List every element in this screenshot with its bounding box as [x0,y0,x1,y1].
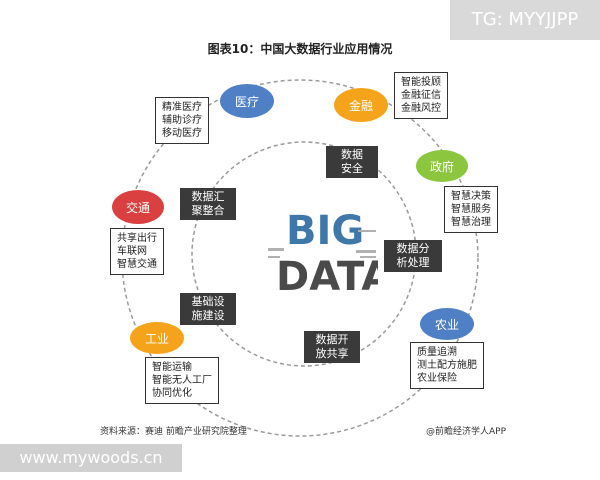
inner-opening: 数据开 放共享 [304,331,360,363]
page-title: 图表10：中国大数据行业应用情况 [207,42,393,56]
finance-list: 智能投顾 金融征信 金融风控 [394,72,448,119]
node-industry: 工业 [130,322,184,354]
industry-item: 协同优化 [152,388,192,399]
node-medical: 医疗 [220,84,274,118]
government-item: 智慧决策 [451,191,491,202]
source-note: 资料来源：赛迪 前瞻产业研究院整理 [100,427,247,437]
traffic-item: 共享出行 [117,233,157,244]
inner-analysis-line: 数据分 [396,242,430,255]
industry-item: 智能无人工厂 [152,375,212,386]
agriculture-list: 质量追溯 测土配方施肥 农业保险 [410,342,484,389]
inner-security-line: 数据 [341,148,363,161]
inner-infra-line: 基础设 [191,295,225,308]
agriculture-item: 农业保险 [417,373,457,384]
traffic-list: 共享出行 车联网 智慧交通 [110,228,164,275]
logo-big-text: BIG [286,208,364,254]
inner-analysis-line: 析处理 [396,256,430,269]
agriculture-item: 质量追溯 [417,347,457,358]
industry-item: 智能运输 [152,362,192,373]
logo-data-text: DATA [276,254,378,300]
medical-item: 辅助诊疗 [162,115,202,126]
big-data-logo: BIG DATA [268,200,392,300]
inner-aggregation: 数据汇 聚整合 [180,188,236,220]
inner-security: 数据 安全 [326,146,378,178]
traffic-item: 车联网 [117,246,147,257]
credit-note: @前瞻经济学人APP [426,427,507,437]
node-agriculture: 农业 [420,308,474,340]
inner-opening-line: 数据开 [315,333,349,346]
inner-aggregation-line: 数据汇 [191,190,225,203]
node-traffic: 交通 [112,190,164,224]
inner-analysis: 数据分 析处理 [384,240,442,272]
industry-list: 智能运输 智能无人工厂 协同优化 [145,357,219,404]
inner-infra-line: 施建设 [191,309,225,322]
medical-list: 精准医疗 辅助诊疗 移动医疗 [155,97,209,144]
inner-security-line: 安全 [341,162,363,175]
government-item: 智慧治理 [451,217,491,228]
traffic-item: 智慧交通 [117,259,157,270]
watermark-top: TG: MYYJJPP [450,0,600,40]
outer-ring [121,79,479,437]
finance-item: 金融风控 [401,103,441,114]
medical-item: 精准医疗 [162,102,202,113]
watermark-bottom: www.mywoods.cn [0,444,182,472]
node-government: 政府 [416,150,468,182]
finance-item: 金融征信 [401,90,441,101]
agriculture-item: 测土配方施肥 [417,360,477,371]
node-finance: 金融 [334,88,388,122]
medical-item: 移动医疗 [162,128,202,139]
inner-opening-line: 放共享 [315,347,349,360]
inner-infra: 基础设 施建设 [180,293,236,325]
government-list: 智慧决策 智慧服务 智慧治理 [444,186,498,233]
finance-item: 智能投顾 [401,77,441,88]
inner-aggregation-line: 聚整合 [191,204,225,217]
government-item: 智慧服务 [451,204,491,215]
